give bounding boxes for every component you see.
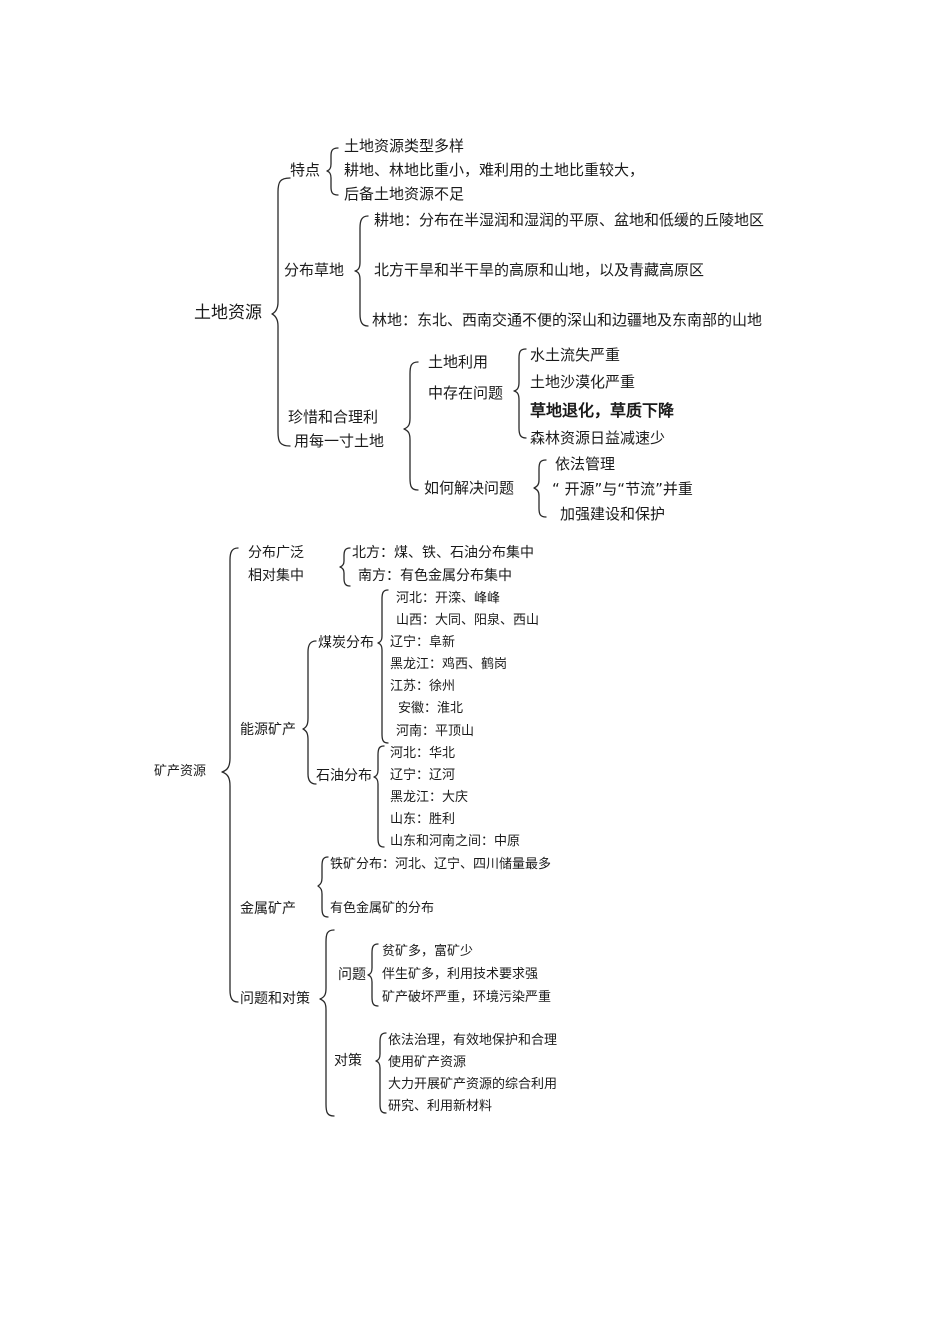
- mineral-oil-item: 黑龙江：大庆: [390, 790, 469, 805]
- brace-land-root: [271, 177, 291, 447]
- land-distribution-label: 分布草地: [284, 261, 345, 279]
- land-cherish-label: 珍惜和合理利: [288, 408, 379, 426]
- brace-mineral-coal: [377, 589, 389, 744]
- mineral-coal-item: 山西：大同、阳泉、西山: [396, 613, 540, 628]
- land-problems-label: 土地利用: [428, 353, 489, 371]
- mineral-oil-item: 山东和河南之间：中原: [390, 834, 521, 849]
- land-features-item: 耕地、林地比重小，难利用的土地比重较大，: [344, 161, 645, 179]
- mineral-distribution-item: 南方：有色金属分布集中: [358, 568, 512, 584]
- land-solution-item: 加强建设和保护: [560, 505, 666, 523]
- mineral-issues-problem-item: 伴生矿多，利用技术要求强: [382, 967, 539, 982]
- brace-land-distribution: [354, 215, 369, 327]
- land-distribution-item: 北方干旱和半干旱的高原和山地，以及青藏高原区: [374, 261, 705, 279]
- mineral-issues-measure-item: 使用矿产资源: [388, 1055, 467, 1070]
- brace-mineral-oil: [373, 745, 385, 848]
- brace-mineral-measures: [375, 1032, 387, 1114]
- brace-land-features: [326, 147, 339, 196]
- land-problem-item: 水土流失严重: [530, 346, 621, 364]
- mineral-coal-item: 安徽：淮北: [398, 701, 464, 716]
- brace-land-problems: [513, 348, 527, 439]
- land-solution-item: “ 开源”与“节流”并重: [552, 480, 693, 498]
- mineral-coal-item: 辽宁：阜新: [390, 635, 456, 650]
- land-solutions-label: 如何解决问题: [424, 479, 515, 497]
- land-distribution-item: 林地：东北、西南交通不便的深山和边疆地及东南部的山地: [372, 311, 763, 329]
- mineral-coal-item: 河北：开滦、峰峰: [396, 591, 501, 606]
- brace-mineral-issues: [319, 929, 335, 1117]
- land-solution-item: 依法管理: [555, 455, 616, 473]
- mineral-oil-item: 辽宁：辽河: [390, 768, 456, 783]
- mineral-metal-label: 金属矿产: [240, 901, 296, 917]
- land-features-label: 特点: [290, 161, 321, 179]
- land-features-item: 土地资源类型多样: [344, 137, 465, 155]
- land-problem-item: 草地退化，草质下降: [530, 401, 675, 420]
- mineral-issues-problem-item: 贫矿多，富矿少: [382, 944, 474, 959]
- brace-mineral-energy: [302, 640, 317, 785]
- land-title: 土地资源: [194, 303, 262, 323]
- brace-mineral-problems: [367, 943, 379, 1007]
- mineral-oil-item: 河北：华北: [390, 746, 456, 761]
- land-distribution-item: 耕地：分布在半湿润和湿润的平原、盆地和低缓的丘陵地区: [374, 211, 765, 229]
- mineral-oil-item: 山东：胜利: [390, 812, 456, 827]
- mineral-issues-measure-item: 大力开展矿产资源的综合利用: [388, 1077, 558, 1092]
- mineral-coal-item: 黑龙江：鸡西、鹤岗: [390, 657, 508, 672]
- brace-land-cherish: [403, 361, 419, 491]
- mineral-title: 矿产资源: [154, 764, 207, 779]
- mineral-issues-problems-label: 问题: [338, 967, 366, 983]
- land-features-item: 后备土地资源不足: [344, 185, 465, 203]
- land-problems-label: 中存在问题: [428, 384, 504, 402]
- mineral-distribution-item: 北方：煤、铁、石油分布集中: [352, 545, 534, 561]
- mineral-coal-label: 煤炭分布: [318, 635, 374, 651]
- mineral-metal-item: 有色金属矿的分布: [330, 901, 435, 916]
- land-cherish-label: 用每一寸土地: [294, 432, 385, 450]
- mineral-distribution-label: 相对集中: [248, 568, 304, 584]
- mineral-oil-label: 石油分布: [316, 768, 372, 784]
- mineral-issues-label: 问题和对策: [240, 991, 310, 1007]
- mineral-issues-problem-item: 矿产破坏严重，环境污染严重: [382, 990, 552, 1005]
- land-problem-item: 森林资源日益减速少: [530, 429, 666, 447]
- mineral-coal-item: 河南：平顶山: [396, 724, 475, 739]
- mineral-coal-item: 江苏：徐州: [390, 679, 456, 694]
- mineral-distribution-label: 分布广泛: [248, 545, 304, 561]
- mineral-issues-measure-item: 研究、利用新材料: [388, 1099, 493, 1114]
- mineral-issues-measures-label: 对策: [334, 1053, 362, 1069]
- mineral-energy-label: 能源矿产: [240, 722, 296, 738]
- brace-land-solutions: [533, 459, 547, 518]
- brace-mineral-distribution: [339, 547, 351, 587]
- brace-mineral-metal: [317, 856, 329, 918]
- brace-mineral-root: [221, 547, 239, 1003]
- mineral-issues-measure-item: 依法治理，有效地保护和合理: [388, 1033, 558, 1048]
- land-problem-item: 土地沙漠化严重: [530, 373, 636, 391]
- mineral-metal-item: 铁矿分布：河北、辽宁、四川储量最多: [330, 857, 552, 872]
